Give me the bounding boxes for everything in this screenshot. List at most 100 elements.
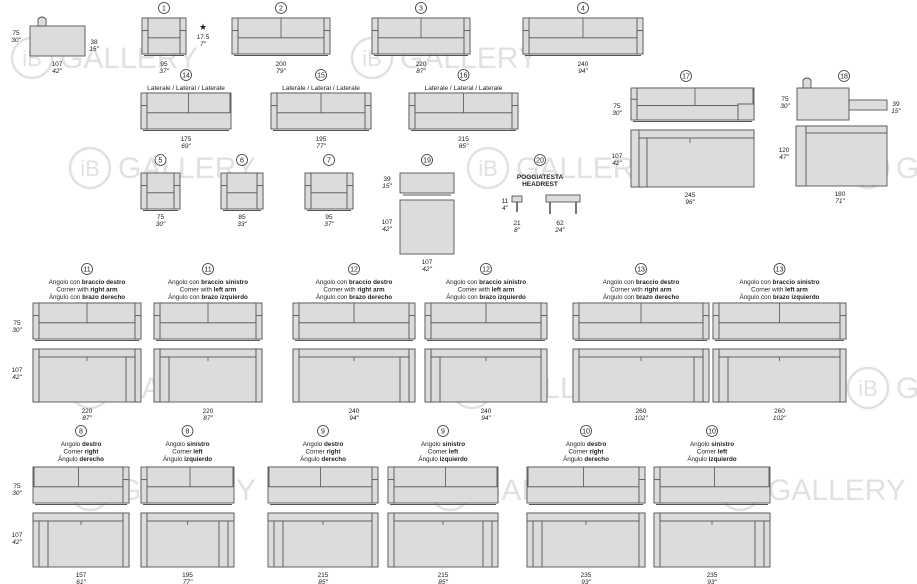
model-number: 20 <box>536 158 544 165</box>
dimension-cm: 75 <box>13 320 21 327</box>
dimension-in: 42" <box>422 266 432 273</box>
plan-right-arm <box>371 512 379 568</box>
plan-backrest <box>298 348 410 358</box>
corner-label-prefix: Angolo con <box>739 279 772 286</box>
sofa-front-view <box>387 466 499 505</box>
right-arm <box>346 185 354 210</box>
star-icon: ★ <box>199 22 207 32</box>
plan-corner-back <box>159 356 170 403</box>
corner-label-line: Angolo con braccio sinistro <box>168 279 248 286</box>
corner-label-side: right arm <box>90 287 118 294</box>
left-arm <box>153 315 161 340</box>
model-number: 11 <box>83 267 90 274</box>
model-number-badge <box>75 425 87 437</box>
corner-label-prefix: Ángulo con <box>316 292 349 301</box>
headrest-front <box>545 194 581 203</box>
corner-label-line: Corner with right arm <box>56 287 118 294</box>
left-arm <box>292 315 300 340</box>
corner-label-prefix: Corner <box>697 449 718 456</box>
model-number: 9 <box>321 429 325 436</box>
sofa-front-view <box>153 302 263 341</box>
plan-left-arm <box>572 348 580 403</box>
sofa-front-view <box>304 172 354 211</box>
sofa-front-view <box>231 17 331 56</box>
dimension-in: 7" <box>200 41 207 48</box>
dimension-in: 30" <box>780 103 790 110</box>
corner-label-line: Ángulo con brazo derecho <box>603 292 679 301</box>
plan-corner-back <box>273 520 284 568</box>
corner-label-line: Corner left <box>697 449 728 456</box>
plan-left-arm <box>387 512 395 568</box>
dimension-cm: 107 <box>12 367 23 374</box>
corner-label-line: Corner left <box>428 449 459 456</box>
dimension-cm: 95 <box>325 214 333 221</box>
corner-label-line: Ángulo con brazo derecho <box>49 292 125 301</box>
corner-label-prefix: Ángulo <box>563 454 584 463</box>
corner-label-side: right arm <box>644 287 672 294</box>
sofa-plan-view <box>292 348 416 403</box>
corner-label-prefix: Angolo con <box>446 279 479 286</box>
left-arm <box>572 315 580 340</box>
sofa-plan-view <box>572 348 710 403</box>
corner-label-line: Corner right <box>64 449 100 456</box>
dimension-cm: 220 <box>82 408 93 415</box>
dimension-in: 33" <box>237 221 247 228</box>
corner-label-prefix: Ángulo <box>163 454 184 463</box>
corner-label-prefix: Ángulo <box>687 454 708 463</box>
corner-label-side: brazo izquierdo <box>479 294 526 301</box>
plan-right-arm <box>122 512 130 568</box>
model-number: 13 <box>637 267 645 274</box>
plan-corner-back <box>125 356 136 403</box>
plan-right-arm <box>702 348 710 403</box>
right-arm <box>636 30 644 55</box>
dimension-cm: 107 <box>382 219 393 226</box>
corner-label-line: Ángulo izquierdo <box>687 454 736 463</box>
corner-label-prefix: Angolo con <box>603 279 636 286</box>
corner-label-line: Angolo destro <box>61 441 102 448</box>
plan-left-arm <box>32 348 40 403</box>
sofa-back-cushion <box>226 172 258 194</box>
right-arm <box>371 479 379 504</box>
corner-label-prefix: Corner with <box>751 287 785 294</box>
plan-backrest <box>578 348 704 358</box>
corner-label-side: brazo derecho <box>82 294 125 301</box>
watermark-text: GALLERY <box>896 372 917 405</box>
corner-label-prefix: Angolo <box>566 441 587 448</box>
dimension-in: 15" <box>382 183 392 190</box>
lateral-label: Laterale / Lateral / Laterale <box>425 85 503 92</box>
corner-label-side: sinistro <box>187 441 210 448</box>
dimension-cm: 195 <box>182 572 193 579</box>
dimension-cm: 195 <box>316 136 327 143</box>
right-arm <box>122 479 130 504</box>
corner-label-side: derecho <box>79 456 104 463</box>
right-arm <box>702 315 710 340</box>
corner-label-line: Corner with right arm <box>323 287 385 294</box>
model-number-badge <box>437 425 449 437</box>
dimension-in: 30" <box>156 221 166 228</box>
dimension-in: 94" <box>578 68 588 75</box>
dimension-in: 69" <box>181 143 191 150</box>
corner-label-side: derecho <box>584 456 609 463</box>
headrest-side <box>511 195 523 203</box>
dimension-cm: 220 <box>203 408 214 415</box>
dimension-cm: 107 <box>612 153 623 160</box>
plan-backrest <box>795 125 807 187</box>
dimension-cm: 75 <box>613 103 621 110</box>
model-number-badge <box>773 263 786 275</box>
corner-label-prefix: Corner with <box>180 287 214 294</box>
dimension-in: 94" <box>481 415 491 422</box>
model-number-badge <box>323 154 335 166</box>
sofa-plan-view <box>712 348 847 403</box>
model-number-badge <box>635 263 647 275</box>
watermark-logo: iB <box>80 156 100 181</box>
corner-label-line: Angolo destro <box>566 441 607 448</box>
corner-label-line: Ángulo derecho <box>58 454 104 463</box>
model-number-badge <box>154 154 167 166</box>
sofa-back-cushion <box>310 172 348 194</box>
dimension-cm: 245 <box>685 192 696 199</box>
sofa-front-view <box>32 466 130 505</box>
ottoman-side <box>399 172 455 194</box>
dimension-cm: 11 <box>502 198 509 205</box>
corner-label-side: brazo izquierdo <box>773 294 820 301</box>
corner-label-line: Ángulo con brazo derecho <box>316 292 392 301</box>
